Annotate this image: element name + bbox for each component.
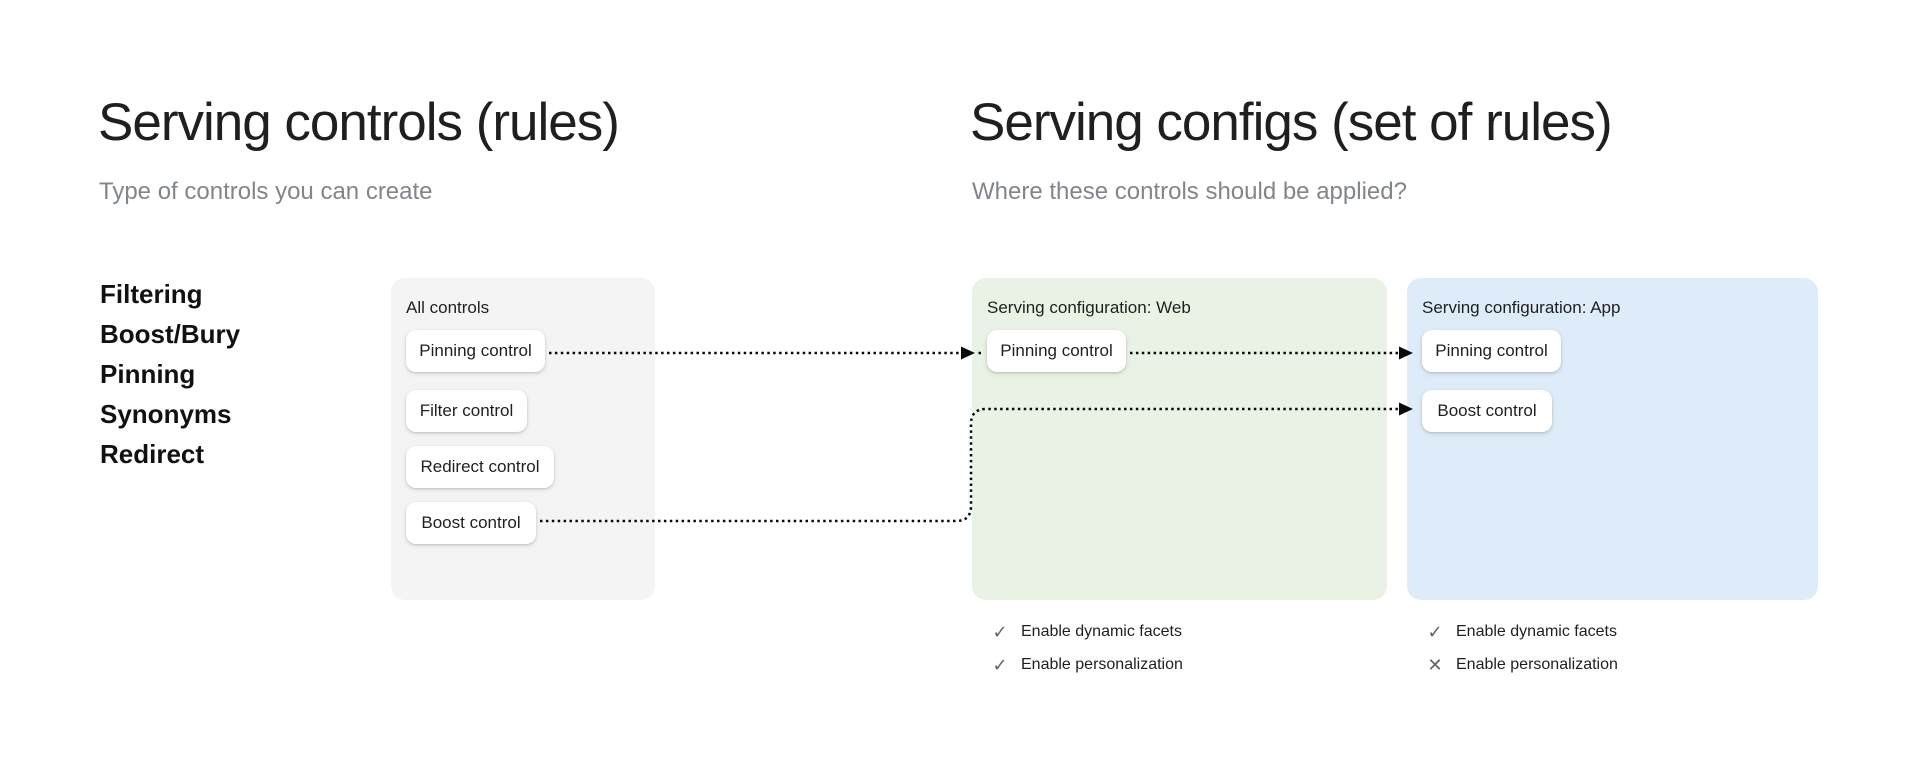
check-icon: ✓ [992, 621, 1008, 642]
app-features-list: ✓ Enable dynamic facets ✕ Enable persona… [1425, 618, 1618, 684]
node-app-boost-control: Boost control [1422, 390, 1552, 432]
left-column-subtitle: Type of controls you can create [99, 178, 433, 205]
all-controls-card-label: All controls [406, 298, 490, 317]
feature-label: Enable dynamic facets [1456, 622, 1617, 640]
app-feature-personalization: ✕ Enable personalization [1425, 651, 1618, 678]
cross-icon: ✕ [1427, 654, 1443, 675]
control-type-filtering: Filtering [100, 279, 203, 309]
all-controls-card: All controls Pinning control Filter cont… [391, 278, 655, 600]
node-boost-control: Boost control [406, 502, 536, 544]
right-column-subtitle: Where these controls should be applied? [972, 178, 1407, 205]
control-type-redirect: Redirect [100, 439, 205, 469]
node-app-pinning-control: Pinning control [1422, 330, 1561, 372]
serving-config-app-label: Serving configuration: App [1422, 298, 1621, 317]
control-type-pinning: Pinning [100, 359, 196, 389]
web-feature-dynamic-facets: ✓ Enable dynamic facets [990, 618, 1183, 645]
app-feature-dynamic-facets: ✓ Enable dynamic facets [1425, 618, 1618, 645]
node-filter-control: Filter control [406, 390, 527, 432]
node-web-pinning-control: Pinning control [987, 330, 1126, 372]
serving-config-app-card: Serving configuration: App Pinning contr… [1407, 278, 1818, 600]
check-icon: ✓ [992, 654, 1008, 675]
serving-config-web-card: Serving configuration: Web Pinning contr… [972, 278, 1387, 600]
web-feature-personalization: ✓ Enable personalization [990, 651, 1183, 678]
node-pinning-control: Pinning control [406, 330, 545, 372]
right-column-title: Serving configs (set of rules) [970, 93, 1613, 152]
web-features-list: ✓ Enable dynamic facets ✓ Enable persona… [990, 618, 1183, 684]
node-redirect-control: Redirect control [406, 446, 554, 488]
control-type-boost-bury: Boost/Bury [100, 319, 241, 349]
feature-label: Enable personalization [1456, 655, 1618, 673]
serving-config-web-label: Serving configuration: Web [987, 298, 1191, 317]
check-icon: ✓ [1427, 621, 1443, 642]
feature-label: Enable dynamic facets [1021, 622, 1182, 640]
control-type-synonyms: Synonyms [100, 399, 232, 429]
control-types-list: Filtering Boost/Bury Pinning Synonyms Re… [100, 277, 240, 477]
left-column-title: Serving controls (rules) [98, 93, 620, 152]
feature-label: Enable personalization [1021, 655, 1183, 673]
